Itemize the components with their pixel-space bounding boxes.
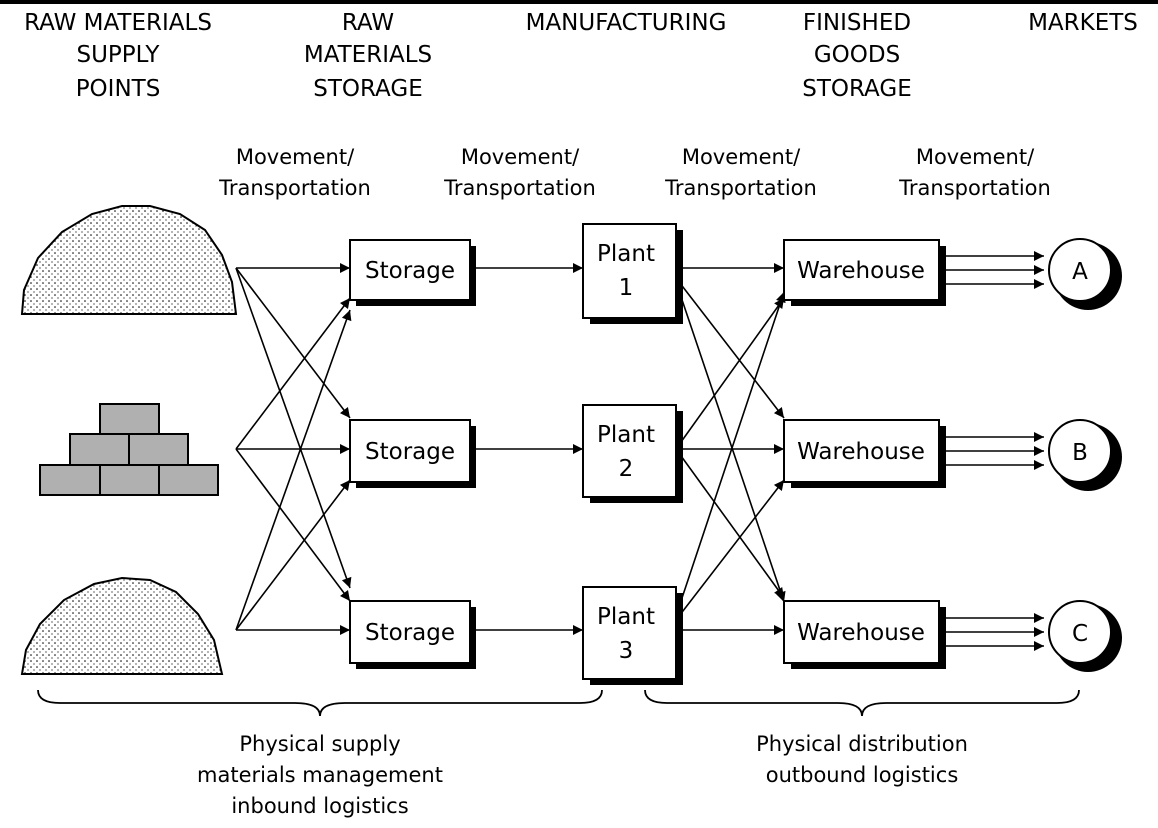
header-markets: MARKETS bbox=[1028, 10, 1138, 36]
arrow-supply1-storage3 bbox=[235, 267, 352, 589]
movement-label-2-line-1: Movement/ bbox=[461, 145, 580, 169]
storage-label-1: Storage bbox=[365, 258, 455, 284]
movement-label-1-line-1: Movement/ bbox=[236, 145, 355, 169]
distribution-label-line-1: Physical distribution bbox=[756, 732, 968, 756]
top-border bbox=[0, 0, 1158, 4]
distribution-brace bbox=[644, 689, 1080, 717]
arrow-supply2-storage3 bbox=[235, 448, 351, 602]
market-b-circle: B bbox=[1048, 419, 1122, 491]
movement-label-4-line-2: Transportation bbox=[898, 176, 1051, 200]
market-c-label: C bbox=[1072, 621, 1088, 647]
header-raw-storage-line-2: MATERIALS bbox=[304, 42, 432, 68]
warehouse-box-2: Warehouse bbox=[783, 419, 946, 488]
header-raw-storage-line-3: STORAGE bbox=[313, 76, 423, 102]
arrow-supply3-storage2 bbox=[235, 479, 351, 631]
movement-label-2: Movement/ Transportation bbox=[443, 145, 596, 200]
warehouse-label-1: Warehouse bbox=[797, 258, 925, 284]
header-raw-supply: RAW MATERIALS SUPPLY POINTS bbox=[24, 10, 212, 102]
plant-box-3: Plant 3 bbox=[582, 586, 683, 685]
movement-label-4-line-1: Movement/ bbox=[916, 145, 1035, 169]
plant-1-number: 1 bbox=[619, 275, 634, 301]
movement-label-3-line-2: Transportation bbox=[664, 176, 817, 200]
movement-label-2-line-2: Transportation bbox=[443, 176, 596, 200]
plant-1-label: Plant bbox=[597, 241, 655, 267]
storage-box-3: Storage bbox=[349, 600, 476, 669]
distribution-label-line-2: outbound logistics bbox=[766, 763, 959, 787]
storage-label-3: Storage bbox=[365, 620, 455, 646]
storage-box-1: Storage bbox=[349, 239, 476, 306]
arrow-plant2-warehouse1 bbox=[675, 297, 785, 450]
plant-box-1: Plant 1 bbox=[582, 223, 683, 324]
market-b-label: B bbox=[1072, 440, 1088, 466]
market-a-circle: A bbox=[1048, 238, 1122, 310]
plant-3-number: 3 bbox=[619, 638, 634, 664]
raw-material-bricks-icon bbox=[39, 403, 219, 496]
header-raw-storage-line-1: RAW bbox=[342, 10, 394, 36]
movement-label-1: Movement/ Transportation bbox=[218, 145, 371, 200]
header-raw-supply-line-3: POINTS bbox=[76, 76, 161, 102]
supply-brace-label: Physical supply materials management inb… bbox=[197, 732, 443, 818]
arrow-plant2-warehouse3 bbox=[675, 448, 785, 599]
arrow-plant3-warehouse1 bbox=[675, 291, 786, 617]
storage-label-2: Storage bbox=[365, 439, 455, 465]
header-finished-line-3: STORAGE bbox=[802, 76, 912, 102]
header-raw-storage: RAW MATERIALS STORAGE bbox=[304, 10, 432, 102]
distribution-brace-label: Physical distribution outbound logistics bbox=[756, 732, 968, 787]
connection-arrows bbox=[235, 251, 1044, 651]
plant-box-2: Plant 2 bbox=[582, 404, 683, 503]
movement-label-1-line-2: Transportation bbox=[218, 176, 371, 200]
supply-label-line-3: inbound logistics bbox=[231, 794, 408, 818]
market-a-label: A bbox=[1072, 259, 1088, 285]
warehouse-box-3: Warehouse bbox=[783, 600, 946, 669]
storage-box-2: Storage bbox=[349, 419, 476, 488]
warehouse-box-1: Warehouse bbox=[783, 239, 946, 306]
supply-brace bbox=[37, 689, 603, 717]
supply-label-line-2: materials management bbox=[197, 763, 443, 787]
plant-2-label: Plant bbox=[597, 422, 655, 448]
header-finished-goods: FINISHED GOODS STORAGE bbox=[802, 10, 912, 102]
supply-label-line-1: Physical supply bbox=[239, 732, 400, 756]
arrow-plant3-warehouse2 bbox=[675, 479, 785, 621]
arrow-supply3-storage1 bbox=[235, 309, 352, 631]
plant-2-number: 2 bbox=[619, 456, 634, 482]
header-finished-line-2: GOODS bbox=[814, 42, 900, 68]
arrow-plant1-warehouse2 bbox=[675, 277, 785, 419]
movement-label-4: Movement/ Transportation bbox=[898, 145, 1051, 200]
raw-material-pile-icon bbox=[20, 205, 238, 315]
market-c-circle: C bbox=[1048, 600, 1122, 672]
movement-label-3-line-1: Movement/ bbox=[682, 145, 801, 169]
header-markets-line-1: MARKETS bbox=[1028, 10, 1138, 36]
header-manufacturing-line-1: MANUFACTURING bbox=[526, 10, 727, 36]
header-finished-line-1: FINISHED bbox=[803, 10, 911, 36]
arrow-plant1-warehouse3 bbox=[675, 281, 786, 603]
warehouse-label-2: Warehouse bbox=[797, 439, 925, 465]
header-manufacturing: MANUFACTURING bbox=[526, 10, 727, 36]
header-raw-supply-line-1: RAW MATERIALS bbox=[24, 10, 212, 36]
plant-3-label: Plant bbox=[597, 604, 655, 630]
warehouse-label-3: Warehouse bbox=[797, 620, 925, 646]
arrow-supply1-storage2 bbox=[235, 267, 351, 419]
header-raw-supply-line-2: SUPPLY bbox=[77, 42, 161, 68]
arrow-supply2-storage1 bbox=[235, 297, 351, 450]
raw-material-rubble-icon bbox=[20, 576, 224, 675]
movement-label-3: Movement/ Transportation bbox=[664, 145, 817, 200]
